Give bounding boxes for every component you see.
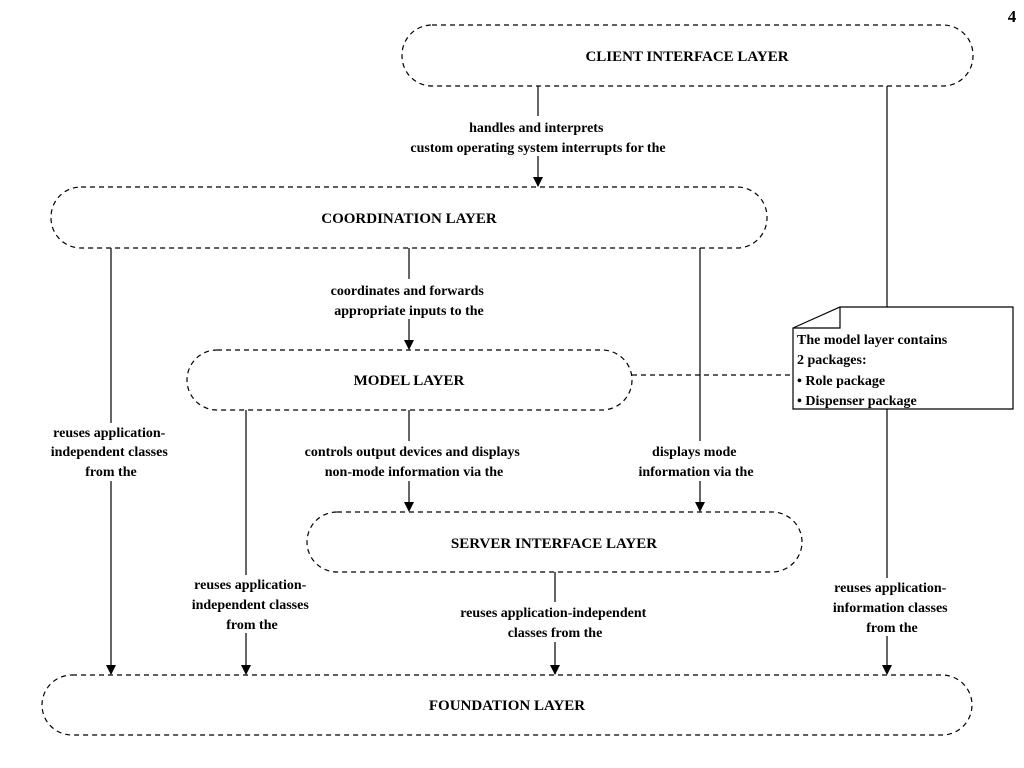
label-line: from the — [226, 618, 277, 633]
coordination-layer-label: COORDINATION LAYER — [321, 211, 497, 227]
label-client-to-foundation: reuses application- information classes … — [818, 578, 968, 636]
label-coordination-to-model: coordinates and forwards appropriate inp… — [312, 279, 508, 319]
label-line: controls output devices and displays — [305, 445, 521, 460]
note-line: • Role package — [797, 374, 885, 389]
label-line: independent classes — [192, 598, 310, 613]
label-model-to-server: controls output devices and displays non… — [278, 441, 542, 481]
svg-text:reuses application-independent: reuses application-independent classes f… — [460, 606, 650, 641]
label-coordination-to-foundation: reuses application- independent classes … — [34, 423, 188, 481]
svg-text:displays mode informatio: displays mode information via the — [638, 445, 753, 480]
label-line: reuses application- — [53, 426, 165, 441]
page-number: 4 — [1008, 7, 1017, 26]
label-client-to-coordination: handles and interprets custom operating … — [378, 116, 698, 156]
label-line: reuses application- — [834, 581, 946, 596]
label-coordination-to-server: displays mode information via the — [624, 441, 772, 481]
server-interface-layer: SERVER INTERFACE LAYER — [306, 511, 803, 573]
client-interface-layer: CLIENT INTERFACE LAYER — [401, 24, 974, 87]
label-line: appropriate inputs to the — [334, 304, 483, 319]
note-line: • Dispenser package — [797, 394, 917, 409]
foundation-layer-label: FOUNDATION LAYER — [429, 698, 585, 714]
note-line: The model layer contains — [797, 333, 948, 348]
label-server-to-foundation: reuses application-independent classes f… — [436, 602, 674, 642]
label-line: classes from the — [508, 626, 603, 641]
label-line: reuses application- — [194, 578, 306, 593]
label-line: information classes — [833, 601, 948, 616]
server-interface-layer-label: SERVER INTERFACE LAYER — [451, 536, 657, 552]
label-line: non-mode information via the — [325, 465, 504, 480]
client-interface-layer-label: CLIENT INTERFACE LAYER — [585, 49, 788, 65]
label-line: custom operating system interrupts for t… — [410, 141, 665, 156]
svg-text:The model layer contains: The model layer contains 2 packages: • R… — [797, 333, 951, 409]
foundation-layer: FOUNDATION LAYER — [41, 674, 973, 736]
label-line: information via the — [638, 465, 753, 480]
label-line: reuses application-independent — [460, 606, 646, 621]
label-line: displays mode — [652, 445, 736, 460]
svg-text:coordinates and forwards: coordinates and forwards appropriate inp… — [331, 284, 488, 319]
label-model-to-foundation: reuses application- independent classes … — [176, 575, 330, 633]
coordination-layer: COORDINATION LAYER — [50, 186, 768, 249]
svg-text:handles and interprets c: handles and interprets custom operating … — [410, 121, 665, 156]
label-line: coordinates and forwards — [331, 284, 485, 299]
label-line: from the — [85, 465, 136, 480]
model-layer-label: MODEL LAYER — [354, 373, 465, 389]
svg-text:reuses application- inde: reuses application- independent classes … — [192, 578, 313, 633]
svg-text:reuses application- inde: reuses application- independent classes … — [51, 426, 172, 480]
label-line: independent classes — [51, 445, 169, 460]
svg-text:controls output devices and di: controls output devices and displays non… — [305, 445, 524, 480]
model-layer-note: The model layer contains 2 packages: • R… — [792, 306, 1014, 410]
label-line: from the — [866, 621, 917, 636]
label-line: handles and interprets — [469, 121, 604, 136]
svg-text:reuses application- info: reuses application- information classes … — [833, 581, 951, 636]
model-layer: MODEL LAYER — [186, 349, 633, 411]
note-line: 2 packages: — [797, 353, 867, 368]
